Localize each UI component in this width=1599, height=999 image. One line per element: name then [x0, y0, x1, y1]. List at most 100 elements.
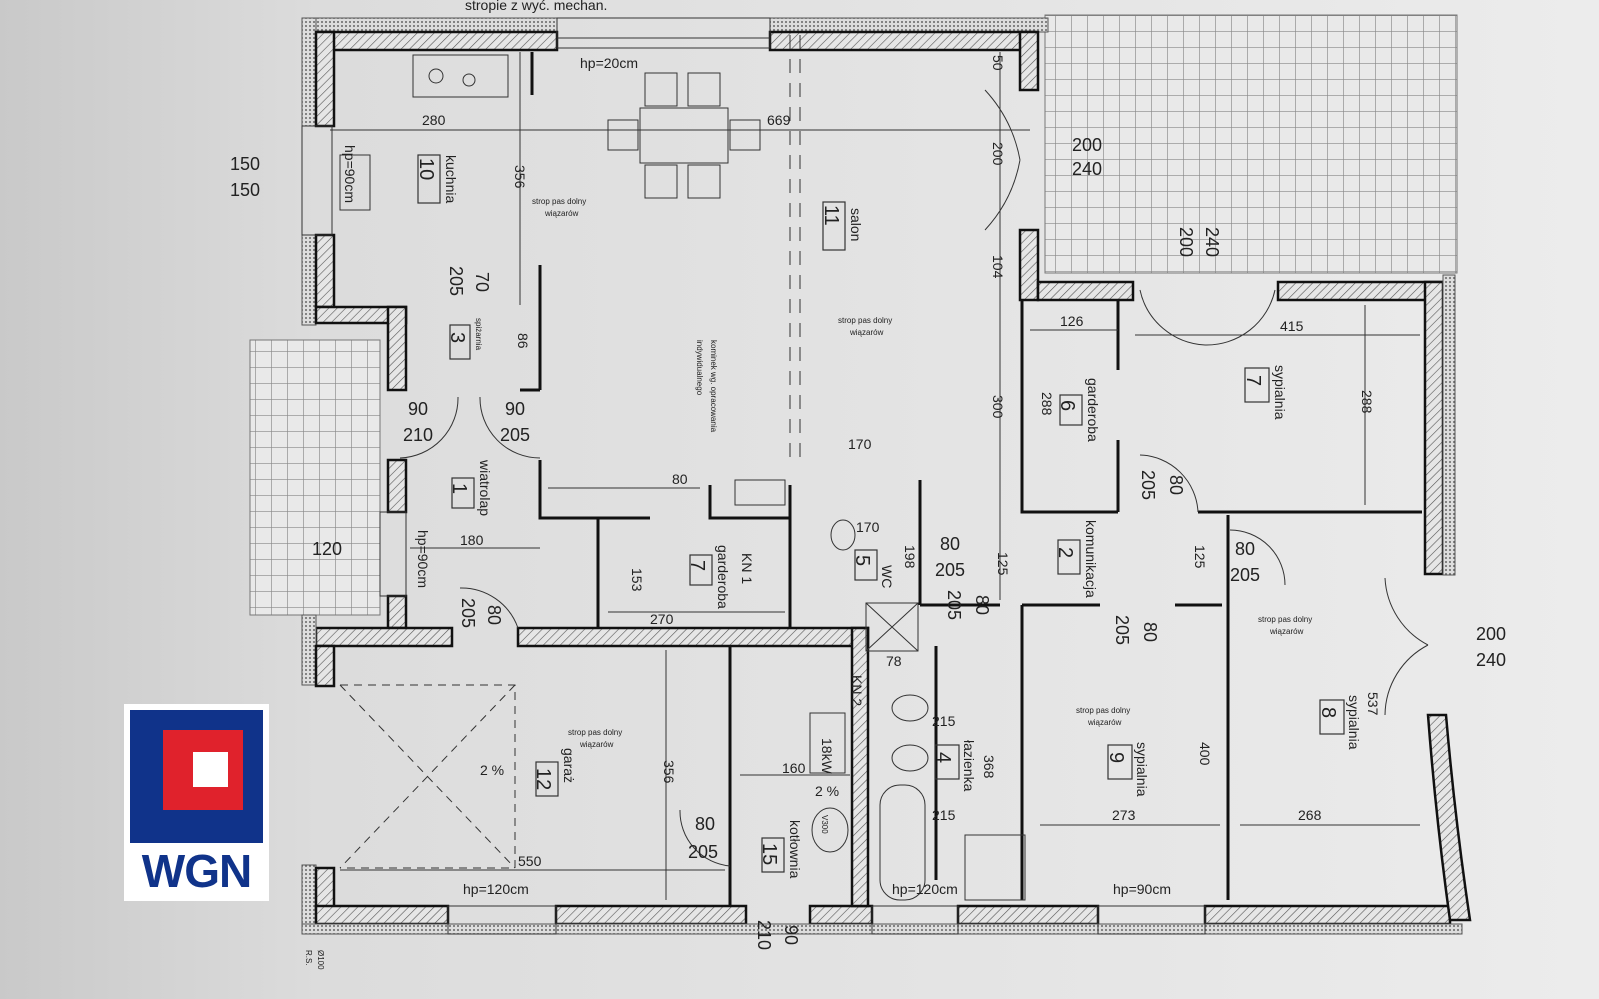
plan-label: 120: [312, 539, 342, 559]
plan-label: 205: [1138, 470, 1158, 500]
plan-label: strop pas dolny: [568, 728, 622, 737]
plan-label: 7: [1242, 375, 1264, 386]
plan-label: 11: [820, 205, 842, 226]
plan-label: KN 2: [849, 675, 865, 706]
plan-label: indywidualnego: [695, 340, 704, 396]
plan-label: salon: [848, 208, 864, 241]
plan-label: 80: [972, 595, 992, 615]
plan-label: hp=120cm: [463, 881, 529, 897]
plan-label: 400: [1197, 742, 1213, 766]
plan-label: 18kW: [819, 738, 835, 775]
plan-label: 205: [935, 560, 965, 580]
plan-label: 356: [512, 165, 528, 189]
plan-label: 240: [1476, 650, 1506, 670]
plan-label: 80: [1140, 622, 1160, 642]
wgn-logo: WGN: [124, 704, 269, 901]
plan-label: 288: [1039, 392, 1055, 416]
furniture: [339, 35, 1026, 901]
plan-label: 8: [1317, 707, 1339, 718]
plan-label: 50: [990, 55, 1006, 71]
plan-label: wiatrolap: [477, 459, 493, 516]
plan-label: komunikacja: [1083, 520, 1099, 598]
plan-label: 80: [672, 471, 688, 487]
plan-label: V300: [820, 815, 829, 834]
plan-label: 270: [650, 611, 674, 627]
plan-label: 7: [686, 560, 708, 571]
plan-label: wiązarów: [1269, 627, 1304, 636]
plan-label: wiązarów: [579, 740, 614, 749]
logo-blue-square: [130, 710, 263, 843]
plan-label: 153: [629, 568, 645, 592]
plan-label: 180: [460, 532, 484, 548]
plan-label: hp=90cm: [415, 530, 431, 588]
plan-label: 80: [484, 605, 504, 625]
plan-label: 150: [230, 180, 260, 200]
plan-label: garaż: [561, 748, 577, 783]
plan-label: strop pas dolny: [838, 316, 892, 325]
plan-label: 280: [422, 112, 446, 128]
plan-label: sypialnia: [1272, 365, 1288, 420]
plan-label: 125: [995, 552, 1011, 576]
plan-label: 1: [448, 483, 470, 494]
plan-label: 170: [848, 436, 872, 452]
plan-label: sypialnia: [1346, 695, 1362, 750]
plan-label: 80: [1235, 539, 1255, 559]
plan-label: 2 %: [480, 762, 504, 778]
plan-label: 415: [1280, 318, 1304, 334]
plan-label: KN 1: [739, 553, 755, 584]
plan-label: 205: [446, 266, 466, 296]
plan-label: WC: [879, 565, 895, 588]
labels: stropie z wyć. mechan. hp=20cm 280 669 1…: [230, 0, 1506, 970]
plan-label: 90: [781, 925, 801, 945]
walls: [301, 17, 1472, 935]
logo-white-square: [193, 752, 228, 787]
terrace: [1044, 14, 1458, 274]
plan-label: sypialnia: [1134, 742, 1150, 797]
note-top: stropie z wyć. mechan.: [465, 0, 607, 13]
plan-label: 210: [403, 425, 433, 445]
plan-label: 200: [1176, 227, 1196, 257]
plan-label: strop pas dolny: [1076, 706, 1130, 715]
plan-label: 3: [446, 332, 468, 343]
plan-label: 205: [1230, 565, 1260, 585]
plan-label: 15: [758, 843, 780, 865]
plan-label: wiązarów: [1087, 718, 1122, 727]
plan-label: 126: [1060, 313, 1084, 329]
plan-label: 170: [856, 519, 880, 535]
plan-label: R.S.: [304, 950, 313, 966]
plan-label: 160: [782, 760, 806, 776]
plan-label: hp=90cm: [342, 145, 358, 203]
plan-label: 273: [1112, 807, 1136, 823]
plan-label: 200: [990, 142, 1006, 166]
plan-label: 86: [515, 333, 531, 349]
plan-label: 210: [754, 920, 774, 950]
plan-label: łazienka: [961, 740, 977, 792]
plan-label: wiązarów: [544, 209, 579, 218]
plan-label: 200: [1072, 135, 1102, 155]
plan-label: 240: [1202, 227, 1222, 257]
plan-label: 6: [1056, 400, 1078, 411]
plan-label: kotłownia: [787, 820, 803, 879]
plan-label: Ø100: [316, 950, 325, 970]
plan-label: 537: [1365, 692, 1381, 716]
plan-label: garderoba: [715, 545, 731, 609]
plan-label: 125: [1192, 545, 1208, 569]
plan-label: 669: [767, 112, 791, 128]
plan-label: 215: [932, 807, 956, 823]
plan-label: 5: [851, 555, 873, 566]
plan-label: 90: [505, 399, 525, 419]
plan-label: kominek wg. opracowania: [709, 340, 718, 433]
plan-label: 200: [1476, 624, 1506, 644]
plan-label: 150: [230, 154, 260, 174]
plan-label: 205: [458, 598, 478, 628]
plan-label: 4: [932, 752, 954, 763]
plan-label: 550: [518, 853, 542, 869]
plan-label: 90: [408, 399, 428, 419]
plan-label: 205: [688, 842, 718, 862]
interior-walls: [520, 52, 1422, 906]
plan-label: 80: [1166, 475, 1186, 495]
plan-label: wiązarów: [849, 328, 884, 337]
plan-label: 205: [500, 425, 530, 445]
plan-label: hp=120cm: [892, 881, 958, 897]
plan-label: 288: [1359, 390, 1375, 414]
